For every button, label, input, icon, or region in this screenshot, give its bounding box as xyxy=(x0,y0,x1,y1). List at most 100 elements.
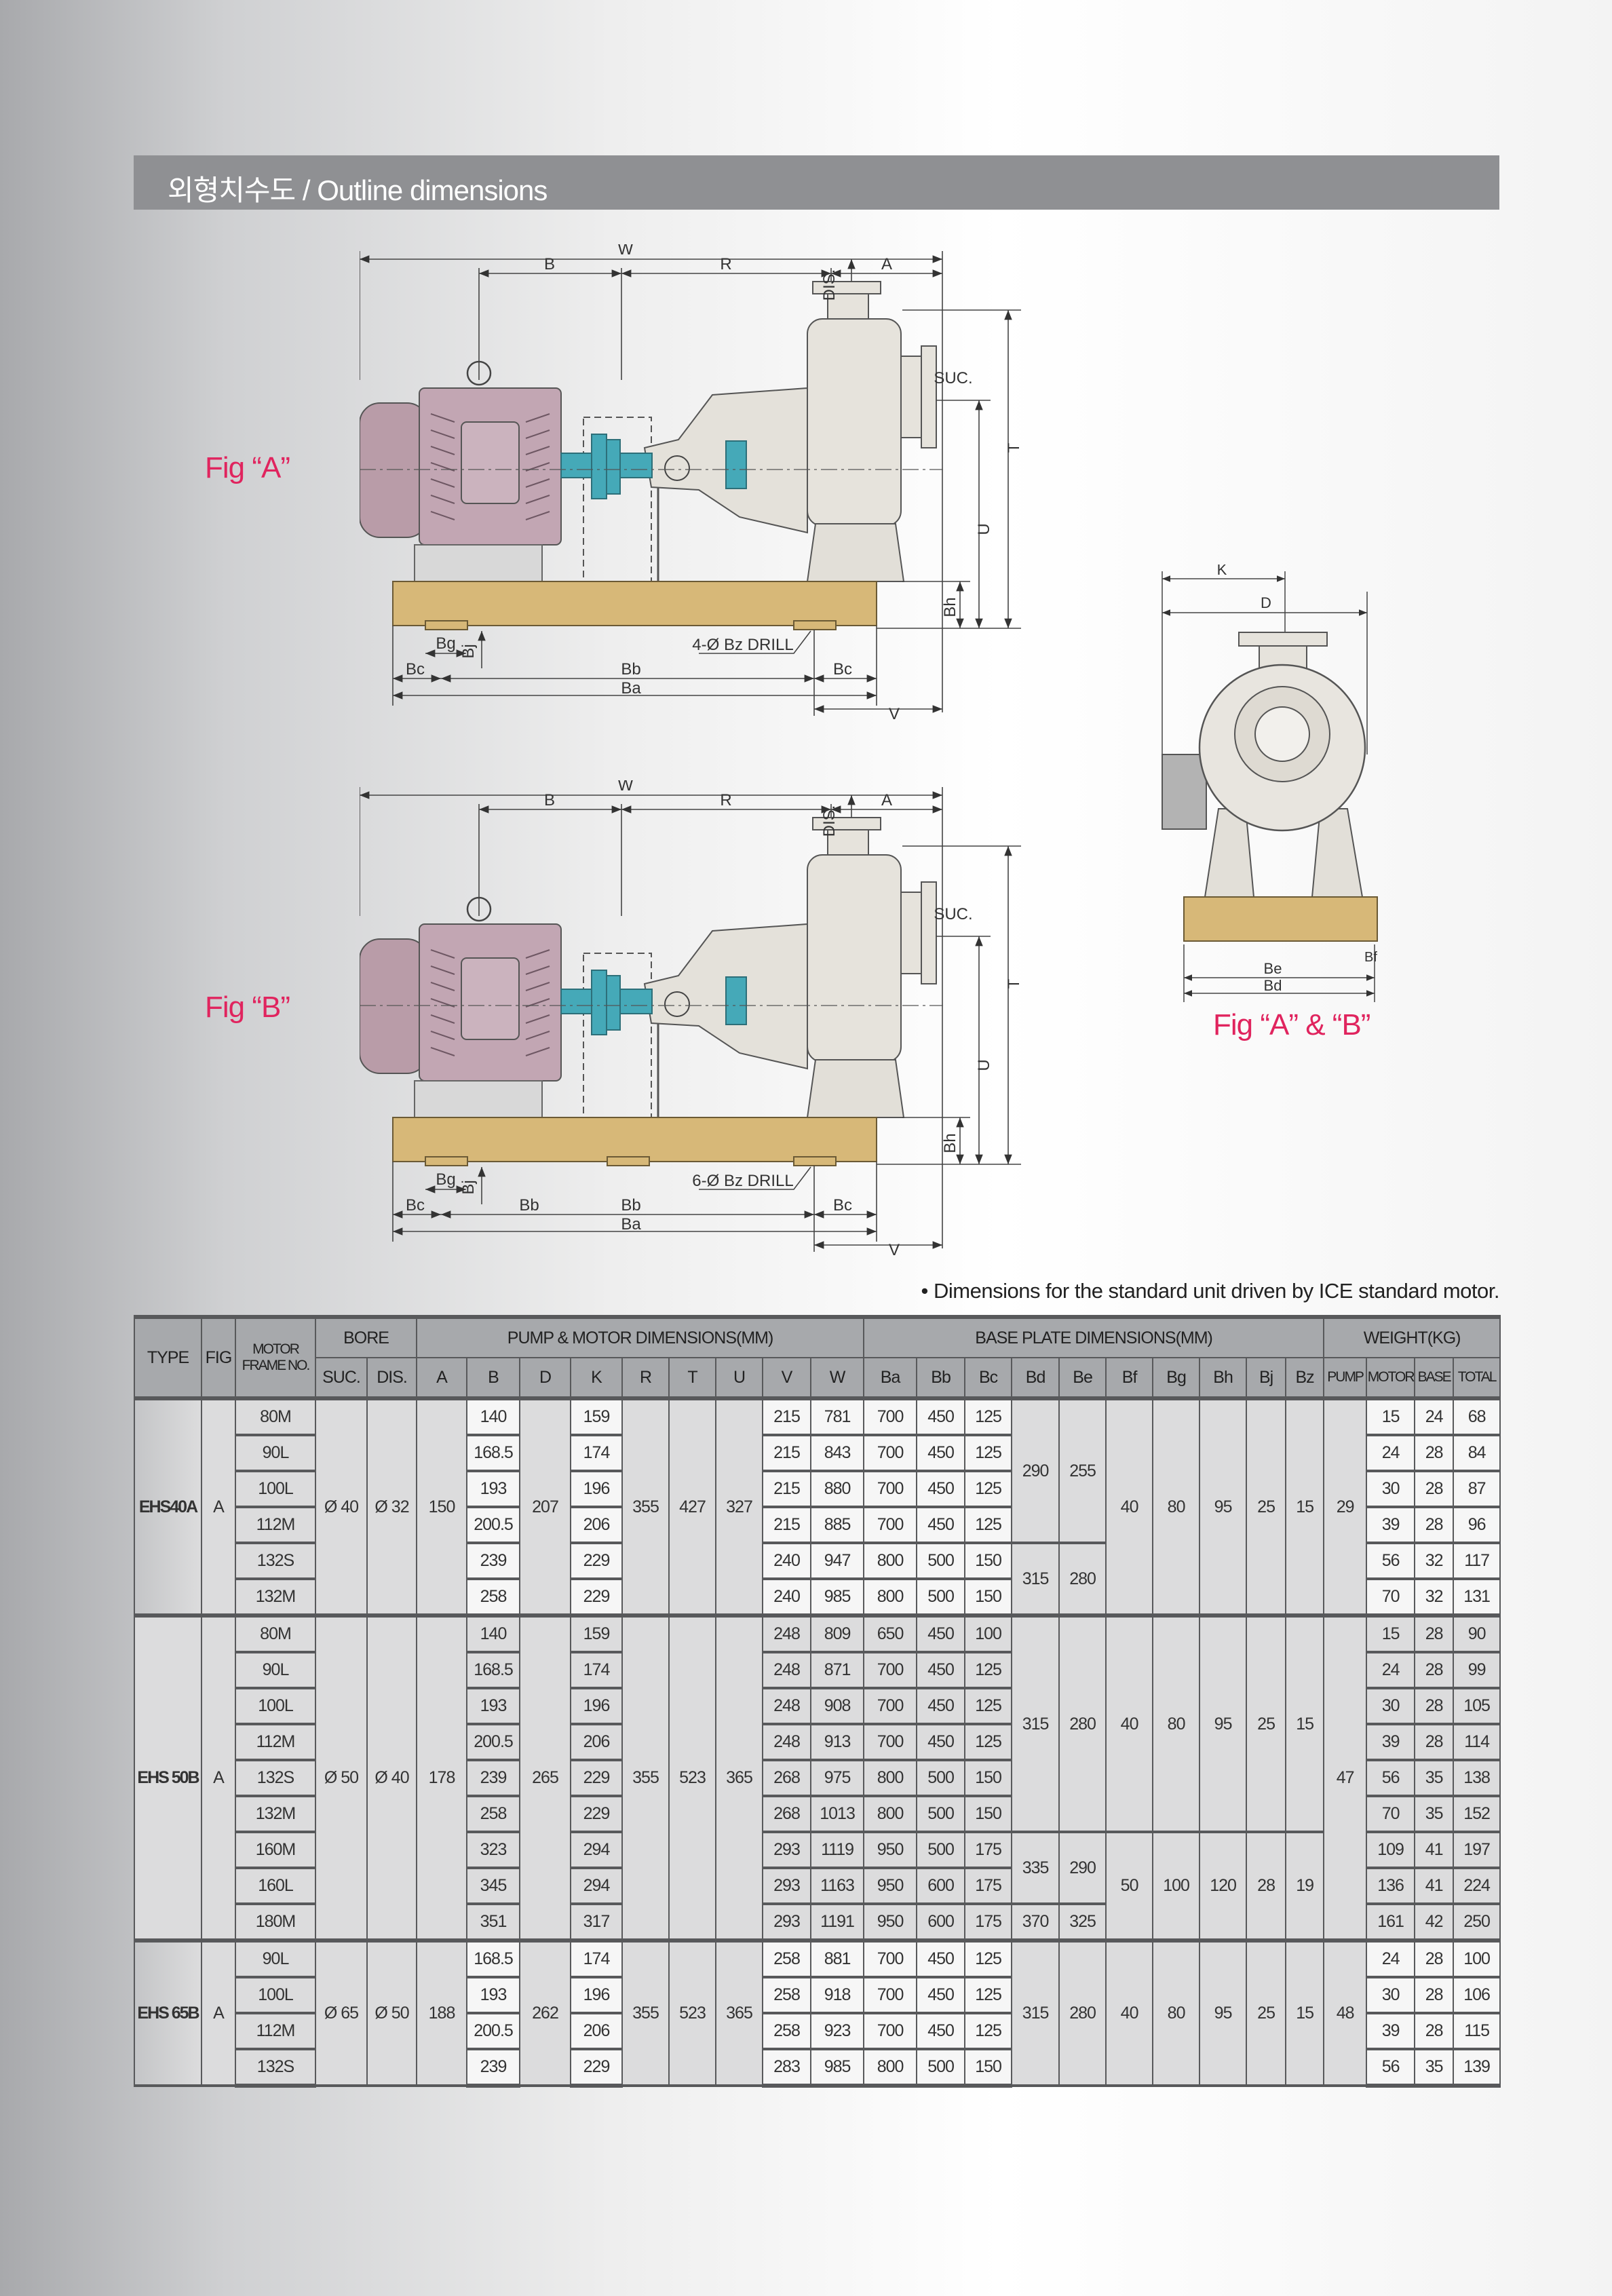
table-cell: 450 xyxy=(916,1396,966,1436)
table-cell: 131 xyxy=(1453,1577,1501,1617)
table-cell: Ø 32 xyxy=(366,1396,418,1617)
motor-frame-cell: 160M xyxy=(235,1831,316,1869)
col-header-motor: MOTOR xyxy=(1366,1357,1416,1400)
table-cell: 268 xyxy=(762,1759,812,1797)
table-cell: 229 xyxy=(570,1795,623,1833)
table-cell: 28 xyxy=(1414,1470,1455,1508)
table-cell: Ø 40 xyxy=(315,1396,368,1617)
table-cell: 150 xyxy=(964,1577,1013,1617)
table-cell: 28 xyxy=(1246,1831,1287,1942)
table-cell: 175 xyxy=(964,1902,1013,1942)
col-header-a: A xyxy=(416,1357,468,1400)
table-cell: 100 xyxy=(1453,1938,1501,1978)
table-cell: 188 xyxy=(416,1938,468,2087)
table-cell: 30 xyxy=(1366,1470,1416,1508)
table-cell: 56 xyxy=(1366,1759,1416,1797)
table-cell: 523 xyxy=(668,1938,717,2087)
table-cell: 258 xyxy=(762,1938,812,1978)
dim-r-label: R xyxy=(720,255,731,273)
table-cell: 207 xyxy=(519,1396,572,1617)
motor-frame-cell: 90L xyxy=(235,1434,316,1472)
table-cell: 600 xyxy=(916,1902,966,1942)
table-cell: 283 xyxy=(762,2048,812,2088)
table-cell: 294 xyxy=(570,1867,623,1905)
table-cell: 881 xyxy=(810,1938,865,1978)
table-cell: 150 xyxy=(964,1759,1013,1797)
base-mount-pad xyxy=(425,620,468,630)
motor-frame-cell: 100L xyxy=(235,1687,316,1725)
table-cell: 28 xyxy=(1414,1976,1455,2014)
table-cell: 280 xyxy=(1058,1613,1107,1833)
table-cell: 15 xyxy=(1285,1396,1325,1617)
motor-frame-cell: 90L xyxy=(235,1938,316,1978)
pump-casing xyxy=(807,854,902,1063)
motor-terminal-box xyxy=(461,957,520,1040)
table-cell: 918 xyxy=(810,1976,865,2014)
table-cell: 95 xyxy=(1199,1938,1248,2087)
table-cell: 351 xyxy=(466,1902,521,1942)
suc-label: SUC. xyxy=(934,369,972,387)
suction-flange xyxy=(921,345,937,448)
col-header-base-plate-dimensions: BASE PLATE DIMENSIONS(MM) xyxy=(863,1315,1325,1358)
table-cell: 28 xyxy=(1414,1506,1455,1544)
table-cell: 800 xyxy=(863,1577,918,1617)
table-cell: 248 xyxy=(762,1651,812,1689)
discharge-flange xyxy=(812,817,881,830)
table-cell: 30 xyxy=(1366,1687,1416,1725)
table-cell: Ø 65 xyxy=(315,1938,368,2087)
table-cell: 700 xyxy=(863,1976,918,2014)
pump-type-cell: EHS 50B xyxy=(134,1613,202,1942)
table-cell: 125 xyxy=(964,1723,1013,1761)
motor-frame-cell: 112M xyxy=(235,2012,316,2050)
col-header-pump-motor-dimensions: PUMP & MOTOR DIMENSIONS(MM) xyxy=(416,1315,865,1358)
motor-frame-cell: 100L xyxy=(235,1470,316,1508)
table-cell: 500 xyxy=(916,1831,966,1869)
motor-stand xyxy=(414,544,543,582)
table-cell: 161 xyxy=(1366,1902,1416,1942)
dim-bg-label: Bg xyxy=(436,634,455,653)
table-cell: 229 xyxy=(570,2048,623,2088)
col-header-t: T xyxy=(668,1357,717,1400)
table-cell: 700 xyxy=(863,1396,918,1436)
motor-frame-cell: 180M xyxy=(235,1902,316,1942)
table-cell: 42 xyxy=(1414,1902,1455,1942)
table-cell: 40 xyxy=(1105,1613,1154,1833)
table-cell: 250 xyxy=(1453,1902,1501,1942)
col-header-w: W xyxy=(810,1357,865,1400)
table-cell: 114 xyxy=(1453,1723,1501,1761)
table-cell: 56 xyxy=(1366,2048,1416,2088)
table-cell: 35 xyxy=(1414,2048,1455,2088)
table-cell: 908 xyxy=(810,1687,865,1725)
table-cell: 125 xyxy=(964,1938,1013,1978)
col-header-k: K xyxy=(570,1357,623,1400)
table-cell: 781 xyxy=(810,1396,865,1436)
motor-frame-cell: 132S xyxy=(235,1759,316,1797)
dim-a-label: A xyxy=(881,255,892,273)
table-cell: 159 xyxy=(570,1396,623,1436)
table-cell: 317 xyxy=(570,1902,623,1942)
table-cell: 293 xyxy=(762,1867,812,1905)
table-cell: 293 xyxy=(762,1831,812,1869)
table-cell: 370 xyxy=(1011,1902,1060,1942)
table-cell: 450 xyxy=(916,1723,966,1761)
table-cell: 880 xyxy=(810,1470,865,1508)
table-cell: 200.5 xyxy=(466,1723,521,1761)
pump-pedestal xyxy=(806,523,905,582)
table-cell: 450 xyxy=(916,1434,966,1472)
section-header-bar: 외형치수도 / Outline dimensions xyxy=(134,155,1499,210)
col-header-bb: Bb xyxy=(916,1357,966,1400)
table-cell: 248 xyxy=(762,1687,812,1725)
table-cell: 215 xyxy=(762,1396,812,1436)
dim-bc-left-label: Bc xyxy=(406,1196,425,1214)
dim-t-label: T xyxy=(1005,442,1023,453)
